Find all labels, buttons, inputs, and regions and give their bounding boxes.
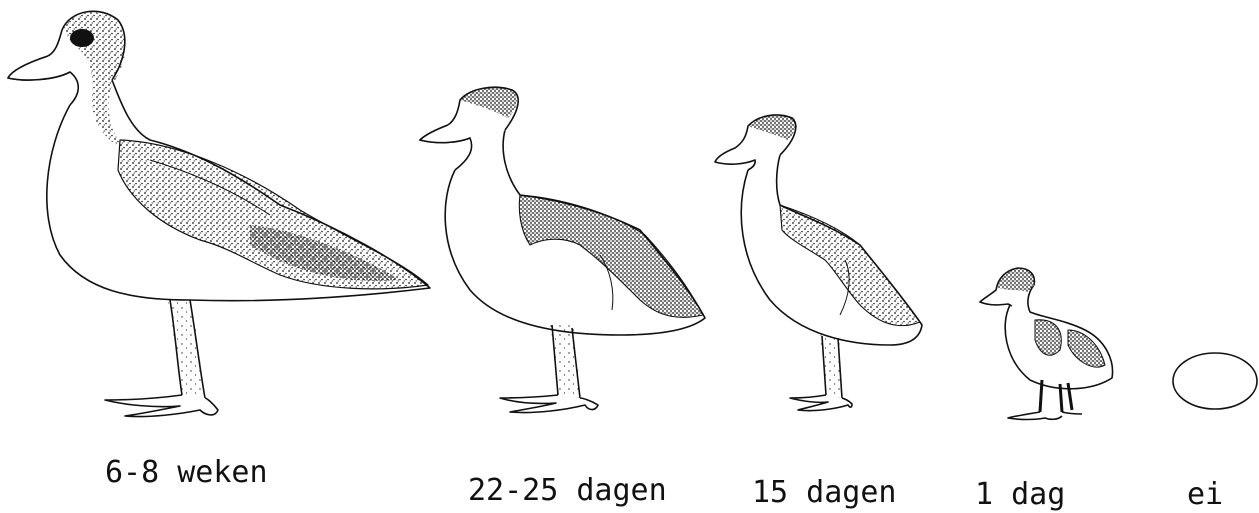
stage-label-22-25-dagen: 22-25 dagen	[468, 476, 667, 506]
stage-label-15-dagen: 15 dagen	[752, 478, 897, 508]
stage-label-ei: ei	[1187, 480, 1223, 510]
egg-drawing	[1173, 353, 1257, 409]
stage-label-1-dag: 1 dag	[975, 480, 1065, 510]
duckling-1-day-drawing	[980, 268, 1113, 420]
duck-juvenile-22-25-drawing	[420, 87, 705, 412]
duck-juvenile-15-drawing	[715, 115, 922, 411]
stage-label-6-8-weken: 6-8 weken	[105, 458, 268, 488]
duck-adult-drawing	[8, 11, 430, 416]
